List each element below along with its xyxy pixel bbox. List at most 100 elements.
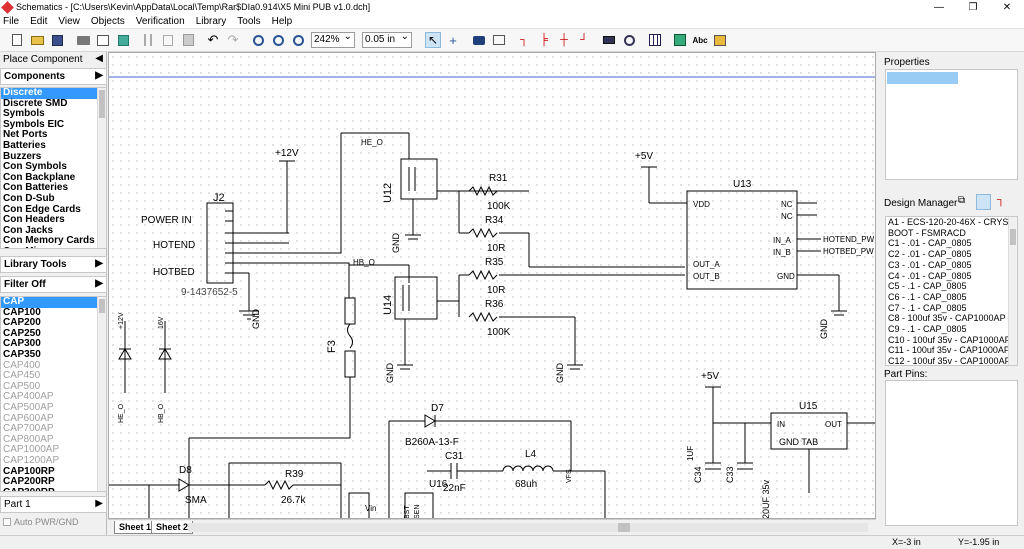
part-item[interactable]: CAP400: [3, 359, 41, 371]
design-item[interactable]: A1 - ECS-120-20-46X - CRYSTAL: [888, 217, 1018, 227]
menu-objects[interactable]: Objects: [90, 15, 125, 27]
part-scrollbar[interactable]: [97, 297, 106, 491]
design-manager-nets-icon[interactable]: ┐: [997, 194, 1005, 206]
design-item[interactable]: BOOT - FSMRACD: [888, 227, 966, 238]
category-item[interactable]: Con Memory Cards: [3, 235, 95, 247]
net-port-tool-icon[interactable]: ┘: [580, 34, 588, 46]
category-item[interactable]: Con Misc: [1, 246, 106, 248]
part-scroll-thumb[interactable]: [99, 299, 105, 313]
grid-size-select[interactable]: 0.05 in: [362, 30, 412, 48]
menu-verification[interactable]: Verification: [135, 15, 185, 27]
design-item[interactable]: C5 - .1 - CAP_0805: [888, 281, 967, 292]
net-list-icon[interactable]: [491, 32, 507, 48]
category-item[interactable]: Buzzers: [3, 150, 42, 162]
part-item[interactable]: CAP100: [3, 306, 41, 318]
design-item[interactable]: C9 - .1 - CAP_0805: [888, 324, 967, 335]
sheet-tab-2[interactable]: Sheet 2: [151, 521, 194, 534]
part-item[interactable]: CAP300RP: [1, 487, 106, 491]
menu-view[interactable]: View: [58, 15, 80, 27]
design-item[interactable]: C7 - .1 - CAP_0805: [888, 302, 967, 313]
redo-icon[interactable]: ↷: [227, 32, 239, 47]
part-item[interactable]: CAP800AP: [3, 433, 54, 445]
zoom-select[interactable]: 242%: [311, 30, 355, 48]
horizontal-scrollbar[interactable]: [188, 523, 868, 532]
print-preview-icon[interactable]: [95, 32, 111, 48]
part-pins-box[interactable]: [885, 380, 1018, 526]
part-item[interactable]: CAP600AP: [3, 412, 54, 424]
part-item[interactable]: CAP400AP: [3, 391, 54, 403]
part-item[interactable]: CAP1000AP: [3, 444, 60, 456]
copy-icon[interactable]: [160, 32, 176, 48]
part-item[interactable]: CAP100RP: [3, 465, 55, 477]
design-item[interactable]: C4 - .01 - CAP_0805: [888, 270, 972, 281]
menu-tools[interactable]: Tools: [237, 15, 261, 27]
category-item[interactable]: Symbols: [3, 108, 45, 120]
junction-tool-icon[interactable]: ┼: [560, 34, 568, 46]
maximize-button[interactable]: ❐: [968, 1, 978, 13]
category-item[interactable]: Con Symbols: [3, 161, 67, 173]
menu-help[interactable]: Help: [271, 15, 293, 27]
wire-tool-icon[interactable]: ┐: [520, 34, 528, 46]
part-item[interactable]: CAP500: [3, 380, 41, 392]
part-item[interactable]: CAP1200AP: [3, 454, 60, 466]
horizontal-scroll-thumb[interactable]: [618, 523, 630, 532]
auto-pwr-checkbox[interactable]: Auto PWR/GND: [3, 517, 79, 527]
category-item[interactable]: Con Headers: [3, 214, 65, 226]
crosshair-tool-icon[interactable]: +: [449, 32, 457, 48]
menu-file[interactable]: File: [3, 15, 20, 27]
menu-library[interactable]: Library: [195, 15, 227, 27]
design-manager-components-icon[interactable]: [976, 194, 991, 210]
export-icon[interactable]: [115, 32, 131, 48]
schematic-canvas[interactable]: J2 9-1437652-5 POWER IN HOTEND HOTBED +1…: [108, 52, 876, 519]
save-icon[interactable]: [49, 32, 65, 48]
part-item[interactable]: CAP450: [3, 370, 41, 382]
category-item[interactable]: Con Backplane: [3, 171, 76, 183]
zoom-out-icon[interactable]: [270, 32, 286, 48]
close-button[interactable]: ✕: [1002, 1, 1012, 13]
part-item[interactable]: CAP200: [3, 317, 41, 329]
category-item[interactable]: Con Jacks: [3, 224, 54, 236]
design-item[interactable]: C10 - 100uf 35v - CAP1000AP: [888, 334, 1011, 345]
sheet-tab-1[interactable]: Sheet 1: [114, 521, 157, 534]
category-item[interactable]: Con Batteries: [3, 182, 69, 194]
design-scroll-thumb[interactable]: [1010, 229, 1016, 245]
symbol-tool-icon[interactable]: [621, 32, 637, 48]
design-scrollbar[interactable]: [1008, 217, 1017, 365]
text-tool-icon[interactable]: Abc: [692, 35, 708, 45]
category-item[interactable]: Symbols EIC: [3, 118, 65, 130]
category-item[interactable]: Con Edge Cards: [3, 203, 81, 215]
part-item[interactable]: CAP350: [3, 348, 41, 360]
components-header[interactable]: Components▶: [0, 68, 107, 85]
category-scroll-thumb[interactable]: [99, 90, 105, 118]
zoom-in-icon[interactable]: [250, 32, 266, 48]
design-item[interactable]: C3 - .01 - CAP_0805: [888, 259, 972, 270]
part-item[interactable]: CAP300: [3, 338, 41, 350]
undo-icon[interactable]: ↶: [207, 32, 219, 47]
pointer-tool-icon[interactable]: ↖: [425, 32, 441, 48]
part-item[interactable]: CAP250: [3, 327, 41, 339]
category-item[interactable]: Discrete: [1, 88, 106, 99]
cut-icon[interactable]: [140, 32, 156, 48]
properties-box[interactable]: [885, 69, 1018, 180]
category-item[interactable]: Discrete SMD: [3, 97, 68, 109]
category-scrollbar[interactable]: [97, 88, 106, 248]
check-icon[interactable]: [672, 32, 688, 48]
category-item[interactable]: Batteries: [3, 139, 46, 151]
property-selection[interactable]: [887, 72, 958, 84]
design-item[interactable]: C2 - .01 - CAP_0805: [888, 249, 972, 260]
binoculars-icon[interactable]: [471, 32, 487, 48]
print-icon[interactable]: [75, 32, 91, 48]
part-dropdown[interactable]: Part 1▶: [0, 496, 107, 513]
part-tool-icon[interactable]: [601, 32, 617, 48]
paste-icon[interactable]: [180, 32, 196, 48]
filter-header[interactable]: Filter Off▶: [0, 276, 107, 293]
category-item[interactable]: Net Ports: [3, 129, 48, 141]
design-manager-parts-icon[interactable]: ⧉: [958, 195, 966, 206]
menu-edit[interactable]: Edit: [30, 15, 48, 27]
part-item[interactable]: CAP200RP: [3, 476, 55, 488]
minimize-button[interactable]: —: [934, 1, 944, 13]
bus-tool-icon[interactable]: ╞: [540, 34, 548, 46]
design-item[interactable]: C8 - 100uf 35v - CAP1000AP: [888, 313, 1006, 324]
